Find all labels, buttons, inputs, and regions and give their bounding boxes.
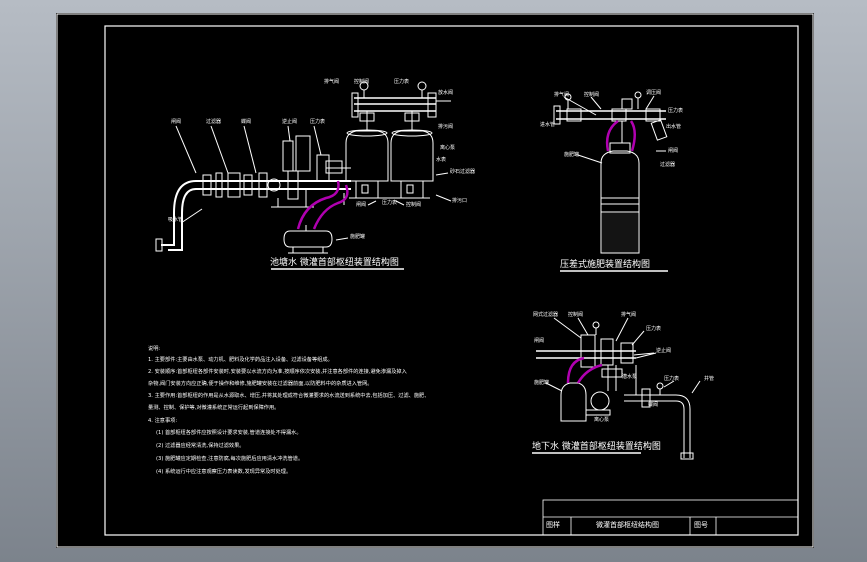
label-br-10: 离心泵 [594,417,610,423]
tank-lower-shade [602,213,638,253]
inlet-screen [155,238,163,252]
label-tr-5: 压力表 [668,108,684,114]
label-tl-6: 蝶阀 [241,119,252,125]
note-line-1: 2. 安装顺序:首部枢纽各部件安装时,安装要以水流方向为准,按顺序依次安装,并注… [148,369,407,375]
label-tl-11: 吸水管 [168,217,184,223]
hoses-pond [296,180,349,230]
label-br-6: 施肥罐 [534,380,550,386]
label-br-5: 闸阀 [534,338,545,344]
label-tl-14: 压力表 [382,200,398,206]
label-tl-5: 过滤器 [206,119,222,125]
notes-heading: 说明: [148,346,161,352]
title-block [542,499,799,536]
diagram-fertilizer-tank [553,91,668,254]
label-tl-3: 放水阀 [438,90,454,96]
label-br-2: 排气阀 [621,312,637,318]
title-block-number-label: 图号 [694,521,708,529]
label-tr-8: 过滤器 [660,162,676,168]
label-tl-15: 砂石过滤器 [450,169,476,175]
label-tl-2: 压力表 [394,79,410,85]
label-tl-1: 控制阀 [354,79,370,85]
note-line-7: (2) 过滤器应经常清洗,保持过滤效果。 [156,443,245,449]
hoses-groundwater [566,356,603,384]
note-line-0: 1. 主要部件:主要由水泵、动力机、肥料及化学药品注入设备、过滤设备等组成。 [148,357,333,363]
note-line-8: (3) 施肥罐应定期检查,注意防腐,每次施肥后应用清水冲洗管道。 [156,456,304,462]
label-br-9: 蝶阀 [648,402,659,408]
label-br-0: 网式过滤器 [533,312,559,318]
note-line-4: 量测、控制、保护等,对微灌系统正常运行起到保障作用。 [148,405,280,411]
note-line-2: 杂物,阀门安装方向应正确,便于操作和维修,施肥罐安装在过滤器前面,以防肥料中的杂… [148,381,373,387]
title-groundwater-head-unit: 地下水 微灌首部枢纽装置结构图 [532,442,661,452]
label-tr-4: 出水管 [666,124,682,130]
label-tr-7: 闸阀 [668,148,679,154]
label-tl-10: 施肥罐 [350,234,366,240]
label-br-1: 控制阀 [568,312,584,318]
note-line-3: 3. 主要作用:首部枢纽的作用是从水源取水、增压,并将其处理成符合微灌要求的水流… [148,393,430,399]
label-tr-6: 施肥罐 [564,152,580,158]
label-tl-17: 控制阀 [406,202,422,208]
outer-frame [56,13,814,548]
label-tl-9: 排污阀 [438,124,454,130]
label-tr-0: 排气阀 [554,92,570,98]
label-tl-12: 离心泵 [440,145,456,151]
label-tr-1: 控制阀 [584,92,600,98]
label-tl-8: 压力表 [310,119,326,125]
label-br-4: 逆止阀 [656,348,672,354]
label-br-7: 潜水泵 [622,374,638,380]
cad-drawing-canvas [56,13,814,548]
note-line-5: 4. 注意事项: [148,418,178,424]
title-pond-head-unit: 池塘水 微灌首部枢纽装置结构图 [270,258,399,268]
label-br-8: 压力表 [664,376,680,382]
note-line-9: (4) 系统运行中应注意观察压力表读数,发现异常及时处理。 [156,469,292,475]
note-line-6: (1) 首部枢纽各部件应按照设计要求安装,管道连接处不得漏水。 [156,430,302,436]
label-tl-13: 水表 [436,157,447,163]
drawing-sheet: 池塘水 微灌首部枢纽装置结构图 压差式施肥装置结构图 地下水 微灌首部枢纽装置结… [56,13,814,548]
hoses-fertilizer [605,119,636,152]
diagram-pond-head-unit [155,81,452,254]
label-br-11: 井管 [704,376,715,382]
label-tl-0: 排气阀 [324,79,340,85]
label-tr-2: 调压阀 [646,90,662,96]
title-block-drawing-name: 微灌首部枢纽结构图 [596,521,659,529]
label-tl-4: 闸阀 [171,119,182,125]
title-block-sheet-label: 图样 [546,521,560,529]
title-fertilizer-tank: 压差式施肥装置结构图 [560,260,651,270]
inner-frame [104,25,799,536]
label-tl-18: 闸阀 [356,202,367,208]
label-br-3: 压力表 [646,326,662,332]
label-tl-16: 排污口 [452,198,468,204]
label-tr-3: 进水管 [540,122,556,128]
diagram-groundwater-head-unit [536,317,701,460]
label-tl-7: 逆止阀 [282,119,298,125]
